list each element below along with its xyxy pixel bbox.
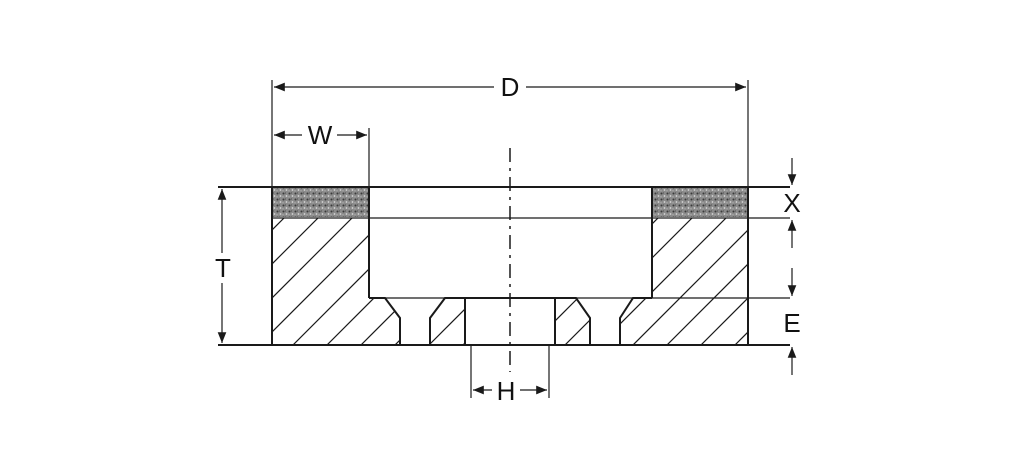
hatch-line (68, 200, 268, 400)
hatch-line (952, 200, 1031, 400)
hatch-line (747, 218, 748, 345)
hatch-line (986, 200, 1031, 400)
label-d: D (501, 72, 520, 102)
hatch-line (645, 218, 748, 345)
hatch-line (373, 218, 575, 345)
hatch-line (272, 218, 337, 345)
label-x: X (783, 188, 800, 218)
hatch-line (918, 200, 1031, 400)
hatch-line (782, 200, 982, 400)
label-t: T (215, 253, 231, 283)
hatch-line (272, 218, 439, 345)
hatch-line (577, 218, 748, 345)
hatch-line (679, 218, 748, 345)
hatch-line (34, 200, 234, 400)
hatch-line (305, 218, 507, 345)
hatch-line (441, 218, 643, 345)
hatch-line (850, 200, 1031, 400)
abrasive-layer-left (273, 188, 368, 217)
dimension-t: T (215, 189, 231, 343)
hatch-line (272, 218, 405, 345)
dimension-d: D (271, 72, 749, 187)
abrasive-layer-right (653, 188, 747, 217)
hatch-line (272, 218, 371, 345)
hatch-line (0, 200, 200, 400)
hatch-line (816, 200, 1016, 400)
hatch-line (272, 218, 473, 345)
label-w: W (308, 120, 333, 150)
dimension-w: W (274, 120, 370, 187)
hatched-body-section (0, 200, 1031, 400)
wheel-body-outline (218, 186, 790, 346)
hatch-line (611, 218, 748, 345)
dimension-x: X (783, 158, 801, 248)
hatch-line (713, 218, 748, 345)
hatch-line (475, 218, 677, 345)
hatch-line (509, 218, 711, 345)
dimension-e: E (783, 268, 801, 375)
label-h: H (497, 376, 516, 406)
dimension-h: H (470, 345, 550, 406)
label-e: E (783, 308, 800, 338)
hatch-line (884, 200, 1031, 400)
hatch-line (543, 218, 745, 345)
